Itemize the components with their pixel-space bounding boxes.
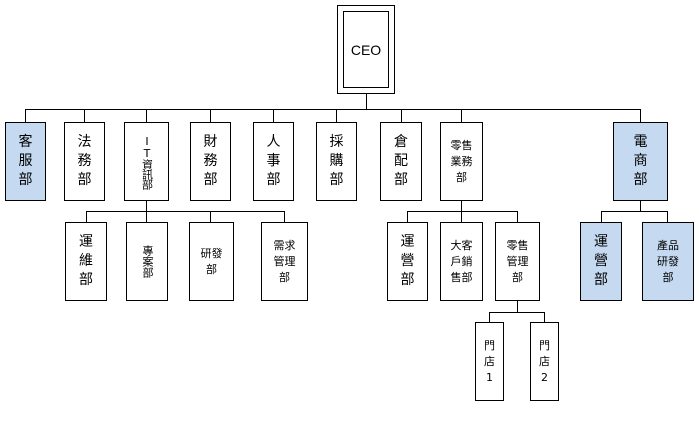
ceo-box: CEO — [337, 5, 395, 94]
node-project: 專案部 — [126, 222, 168, 301]
node-procurement: 採 購 部 — [316, 122, 357, 201]
ceo-label: CEO — [343, 11, 389, 88]
node-product-rnd: 產品 研發 部 — [642, 222, 694, 301]
node-warehouse: 倉 配 部 — [380, 122, 422, 201]
node-rnd: 研發 部 — [189, 222, 234, 301]
node-it-operations: 運 維 部 — [65, 222, 107, 301]
node-retail-management: 零售 管理 部 — [495, 222, 540, 301]
node-ecom-operations: 運 營 部 — [580, 222, 622, 301]
node-hr: 人 事 部 — [253, 122, 294, 201]
node-retail-business: 零售 業務 部 — [440, 122, 483, 201]
node-requirements: 需求 管理 部 — [261, 222, 308, 301]
node-store-1: 門 店 1 — [475, 322, 504, 401]
node-finance: 財 務 部 — [190, 122, 231, 201]
node-key-accounts: 大客 戶銷 售部 — [440, 222, 483, 301]
node-customer-service: 客 服 部 — [5, 122, 46, 201]
node-ecommerce: 電 商 部 — [613, 122, 668, 201]
node-it: IT資訊部 — [124, 122, 169, 201]
node-store-2: 門 店 2 — [530, 322, 559, 401]
node-legal: 法 務 部 — [64, 122, 105, 201]
node-retail-operations: 運 營 部 — [387, 222, 428, 301]
